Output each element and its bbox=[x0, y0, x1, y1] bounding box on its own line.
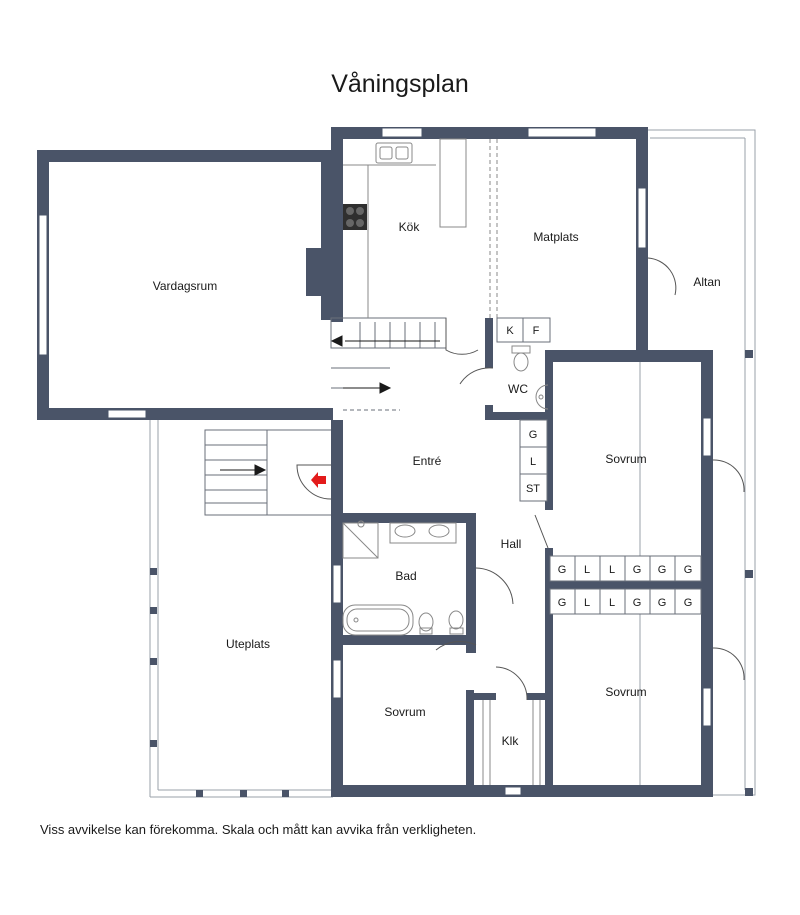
room-label-deck: Altan bbox=[693, 275, 720, 289]
wc-fixtures bbox=[511, 345, 549, 410]
room-label-hall: Hall bbox=[501, 537, 522, 551]
bath-fixtures bbox=[342, 520, 464, 636]
wardrobe-label: G bbox=[633, 597, 642, 609]
room-label-living: Vardagsrum bbox=[153, 279, 217, 293]
wardrobe-label: G bbox=[558, 564, 567, 576]
stair-arrows bbox=[220, 335, 440, 476]
wardrobe-label: L bbox=[584, 564, 590, 576]
hall-storage-label: ST bbox=[526, 483, 540, 495]
room-label-kitchen: Kök bbox=[399, 220, 421, 234]
room-label-bedroom-3: Sovrum bbox=[605, 685, 646, 699]
wardrobe-label: G bbox=[658, 597, 667, 609]
stove-icon bbox=[343, 204, 367, 230]
page-title: Våningsplan bbox=[331, 70, 469, 98]
room-label-entrance: Entré bbox=[413, 454, 442, 468]
entrance-arrow-icon bbox=[311, 472, 326, 488]
disclaimer-text: Viss avvikelse kan förekomma. Skala och … bbox=[40, 822, 477, 837]
kf-cabinets bbox=[496, 317, 551, 343]
hall-storage-label: L bbox=[530, 456, 536, 468]
windows bbox=[38, 127, 712, 796]
room-label-patio: Uteplats bbox=[226, 637, 270, 651]
patio-outline bbox=[149, 420, 333, 798]
cabinet-label-f: F bbox=[533, 325, 540, 337]
room-label-bedroom-1: Sovrum bbox=[605, 452, 646, 466]
wardrobe-label: G bbox=[633, 564, 642, 576]
wardrobe-label: L bbox=[609, 597, 615, 609]
wardrobe-label: L bbox=[609, 564, 615, 576]
wardrobes bbox=[549, 555, 702, 615]
wardrobe-label: G bbox=[658, 564, 667, 576]
wardrobe-label: G bbox=[684, 597, 693, 609]
room-label-wc: WC bbox=[508, 382, 528, 396]
stairs-outer bbox=[204, 429, 331, 516]
wardrobe-label: L bbox=[584, 597, 590, 609]
patio-posts bbox=[150, 350, 753, 797]
kitchen-counter bbox=[343, 138, 498, 318]
hall-storage bbox=[519, 419, 548, 502]
door-swings bbox=[296, 257, 745, 701]
hall-storage-label: G bbox=[529, 429, 538, 441]
deck-outline bbox=[639, 129, 756, 796]
room-label-bath: Bad bbox=[395, 569, 416, 583]
stairs-inner bbox=[330, 317, 447, 411]
closet-rods bbox=[482, 700, 541, 785]
room-label-closet: Klk bbox=[502, 734, 520, 748]
room-label-bedroom-2: Sovrum bbox=[384, 705, 425, 719]
cabinet-label-k: K bbox=[506, 325, 514, 337]
room-label-dining: Matplats bbox=[533, 230, 578, 244]
wardrobe-label: G bbox=[558, 597, 567, 609]
wardrobe-label: G bbox=[684, 564, 693, 576]
